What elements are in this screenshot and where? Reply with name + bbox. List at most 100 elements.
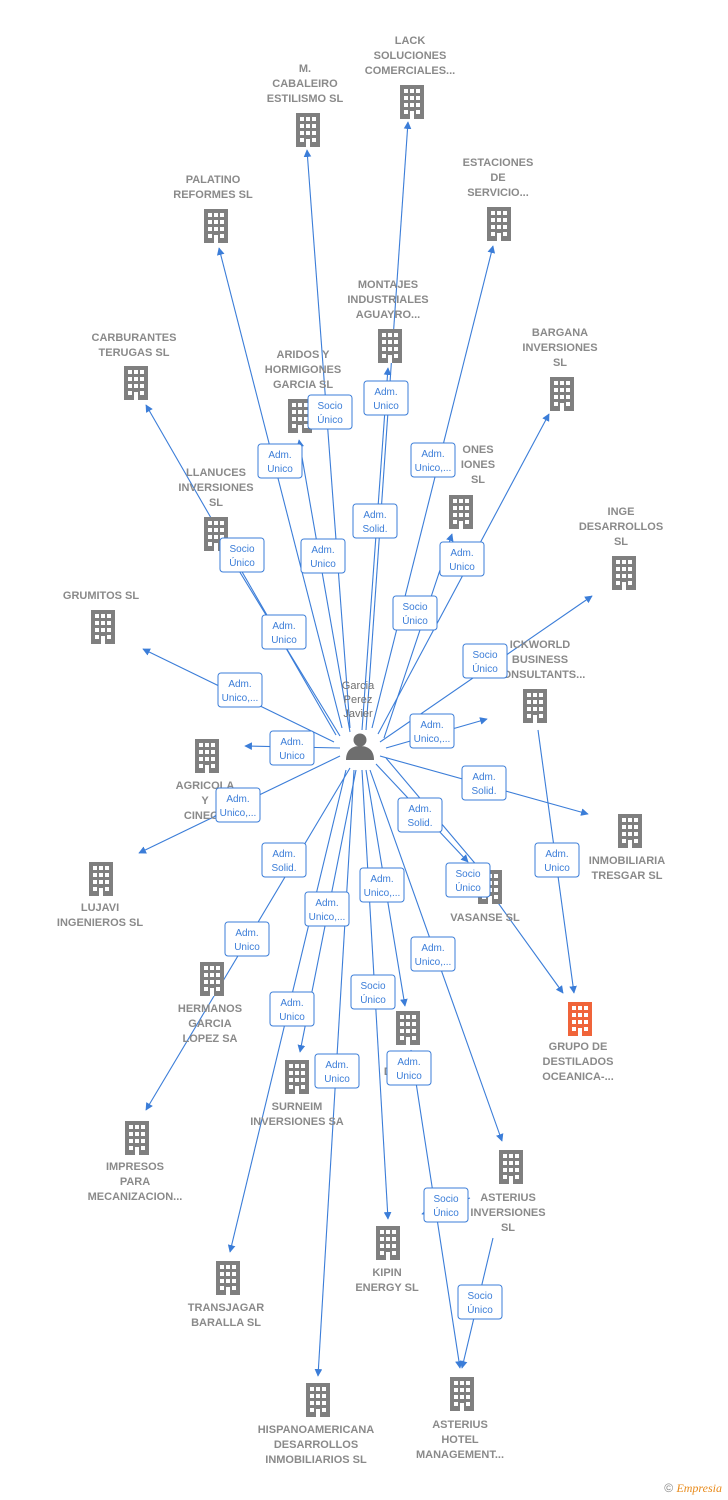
role-label-box bbox=[439, 541, 485, 577]
role-label[interactable]: Adm.Unico bbox=[224, 921, 270, 957]
company-node-grupo[interactable]: GRUPO DEDESTILADOSOCEANICA-... bbox=[542, 1002, 614, 1083]
company-node-lack[interactable]: LACKSOLUCIONESCOMERCIALES... bbox=[365, 35, 455, 119]
company-label-line: ENERGY SL bbox=[355, 1282, 419, 1294]
role-label[interactable]: Adm.Unico bbox=[300, 538, 346, 574]
company-node-grumitos[interactable]: GRUMITOS SL bbox=[63, 590, 139, 644]
company-label-line: INVERSIONES SA bbox=[250, 1116, 344, 1128]
company-label-line: ARIDOS Y bbox=[277, 349, 331, 361]
role-label[interactable]: Adm.Unico,... bbox=[410, 936, 456, 972]
role-label-box bbox=[314, 1053, 360, 1089]
company-label-line: LUJAVI bbox=[81, 902, 119, 914]
role-label[interactable]: Adm.Unico bbox=[314, 1053, 360, 1089]
company-node-hispano[interactable]: HISPANOAMERICANADESARROLLOSINMOBILIARIOS… bbox=[258, 1383, 375, 1466]
person-node[interactable]: Garcia Perez Javier bbox=[342, 680, 375, 760]
role-label-text: Socio bbox=[317, 401, 342, 412]
company-label-line: BARGANA bbox=[532, 327, 588, 339]
company-label-line: CARBURANTES bbox=[92, 332, 177, 344]
role-label[interactable]: Adm.Unico,... bbox=[359, 867, 405, 903]
role-label[interactable]: Adm.Unico bbox=[257, 443, 303, 479]
role-label[interactable]: Adm.Unico,... bbox=[217, 672, 263, 708]
company-label-line: GARCIA bbox=[188, 1018, 231, 1030]
role-label-text: Adm. bbox=[370, 874, 393, 885]
company-label-line: CABALEIRO bbox=[272, 78, 338, 90]
company-label-line: INDUSTRIALES bbox=[347, 294, 428, 306]
company-label-line: GARCIA SL bbox=[273, 379, 333, 391]
role-label[interactable]: Adm.Solid. bbox=[352, 503, 398, 539]
relationship-edge bbox=[371, 245, 496, 729]
company-node-montajes[interactable]: MONTAJESINDUSTRIALESAGUAYRO... bbox=[347, 279, 429, 363]
company-label-line: ICKWORLD bbox=[510, 639, 571, 651]
company-label-line: REFORMES SL bbox=[173, 189, 253, 201]
company-node-vasanse[interactable]: VASANSE SL bbox=[450, 870, 520, 924]
role-label[interactable]: Adm.Unico bbox=[269, 730, 315, 766]
building-icon bbox=[285, 1060, 309, 1094]
building-icon bbox=[618, 814, 642, 848]
building-icon bbox=[612, 556, 636, 590]
role-label[interactable]: Adm.Unico,... bbox=[215, 787, 261, 823]
company-label-line: DESARROLLOS bbox=[579, 521, 663, 533]
role-label[interactable]: Adm.Unico bbox=[534, 842, 580, 878]
company-label-line: INVERSIONES bbox=[522, 342, 597, 354]
company-label-line: OCEANICA-... bbox=[542, 1071, 614, 1083]
company-label-line: ESTACIONES bbox=[463, 157, 534, 169]
company-label-line: MONTAJES bbox=[358, 279, 418, 291]
role-label-text: Adm. bbox=[272, 621, 295, 632]
relationship-edge bbox=[216, 247, 343, 729]
company-node-lujavi[interactable]: LUJAVI INGENIEROS SL bbox=[57, 862, 143, 929]
company-node-quickworld[interactable]: ICKWORLDBUSINESSCONSULTANTS... bbox=[495, 639, 586, 723]
role-label[interactable]: Adm.Unico bbox=[269, 991, 315, 1027]
role-label[interactable]: Adm.Solid. bbox=[461, 765, 507, 801]
role-label[interactable]: Adm.Unico,... bbox=[410, 442, 456, 478]
company-label-line: GRUPO DE bbox=[549, 1041, 608, 1053]
company-node-estaciones[interactable]: ESTACIONESDESERVICIO... bbox=[463, 157, 534, 241]
role-label[interactable]: Adm.Unico bbox=[386, 1050, 432, 1086]
role-label[interactable]: Adm.Unico bbox=[363, 380, 409, 416]
role-label[interactable]: Adm.Unico bbox=[439, 541, 485, 577]
role-label[interactable]: Adm.Solid. bbox=[261, 842, 307, 878]
relationship-edge bbox=[495, 899, 564, 994]
role-label[interactable]: Adm.Unico bbox=[261, 614, 307, 650]
role-label[interactable]: Adm.Unico,... bbox=[409, 713, 455, 749]
company-label-line: SL bbox=[471, 474, 485, 486]
role-label-box bbox=[363, 380, 409, 416]
building-icon bbox=[124, 366, 148, 400]
role-label[interactable]: Adm.Solid. bbox=[397, 797, 443, 833]
company-label-line: HERMANOS bbox=[178, 1003, 242, 1015]
role-label-text: Unico bbox=[279, 751, 305, 762]
company-label-line: INGENIEROS SL bbox=[57, 917, 143, 929]
company-node-asterius_hotel[interactable]: ASTERIUSHOTELMANAGEMENT... bbox=[416, 1377, 504, 1461]
building-icon bbox=[450, 1377, 474, 1411]
role-label[interactable]: Adm.Unico,... bbox=[304, 891, 350, 927]
company-node-impresos[interactable]: IMPRESOSPARAMECANIZACION... bbox=[88, 1121, 183, 1203]
company-label-line: BUSINESS bbox=[512, 654, 568, 666]
role-label-text: Socio bbox=[467, 1291, 492, 1302]
role-label-text: Adm. bbox=[325, 1060, 348, 1071]
relationship-edge bbox=[296, 439, 351, 733]
company-label-line: INGE bbox=[608, 506, 635, 518]
building-icon bbox=[400, 85, 424, 119]
role-label-text: Solid. bbox=[407, 818, 432, 829]
company-label-line: HOTEL bbox=[441, 1434, 479, 1446]
